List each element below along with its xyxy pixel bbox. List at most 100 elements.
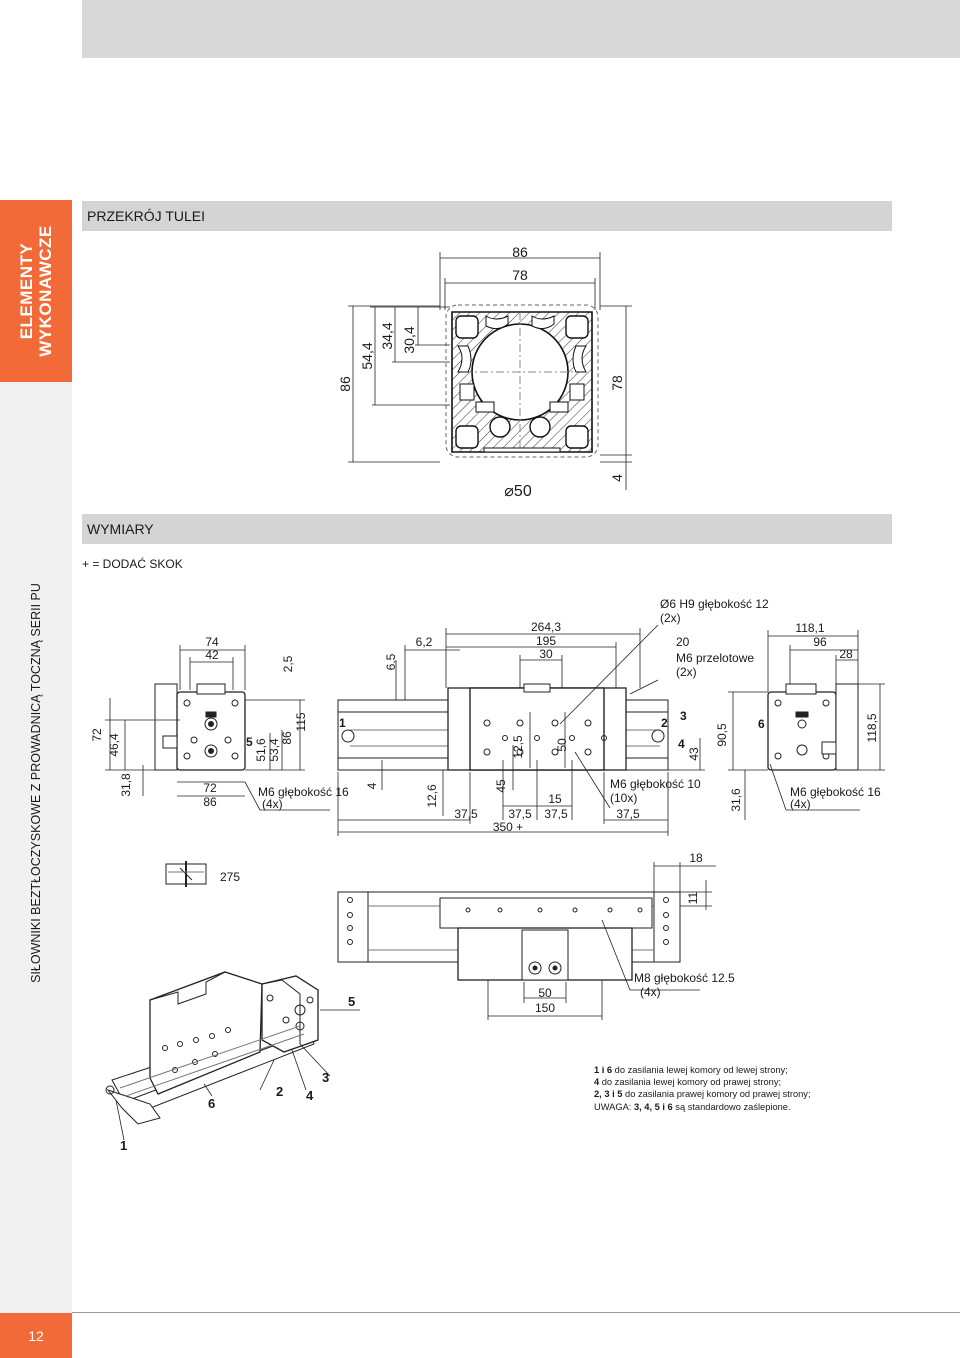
isometric-view	[105, 971, 319, 1125]
port-4: 4	[678, 737, 685, 751]
iso-port-3: 3	[322, 1070, 329, 1085]
dim-31-6: 31,6	[729, 788, 743, 812]
dim-37-5c: 37,5	[544, 807, 568, 821]
section-symbol	[165, 861, 207, 887]
legend-line-3: 2, 3 i 5 do zasilania prawej komory od p…	[594, 1089, 811, 1100]
dim-6-2: 6,2	[416, 635, 433, 649]
dim-51-6: 51,6	[254, 738, 268, 762]
dim-15: 15	[548, 792, 562, 806]
thread-note: M6 głębokość 16	[258, 785, 349, 799]
dim-74: 74	[205, 635, 219, 649]
dim-78-top: 78	[512, 267, 528, 283]
left-sidebar	[0, 200, 72, 1358]
dim-4: 4	[365, 782, 379, 789]
port-1: 1	[339, 716, 346, 730]
page-number: 12	[0, 1313, 72, 1358]
top-header-bar	[82, 0, 960, 58]
dim-150: 150	[535, 1001, 555, 1015]
iso-port-2: 2	[276, 1084, 283, 1099]
dim-37-5b: 37,5	[508, 807, 532, 821]
dim-30: 30	[539, 647, 553, 661]
dim-37-5d: 37,5	[616, 807, 640, 821]
end-view	[154, 683, 246, 771]
footer-divider	[72, 1312, 960, 1313]
dim-4: 4	[609, 474, 625, 482]
dim-78-right: 78	[609, 375, 625, 391]
section-title-dimensions: WYMIARY	[82, 514, 892, 544]
dim-37-5a: 37,5	[454, 807, 478, 821]
dim-53-4: 53,4	[267, 738, 281, 762]
dim-115: 115	[294, 712, 308, 731]
dim-2-5: 2,5	[281, 655, 295, 672]
dim-86-top: 86	[512, 244, 528, 260]
end-view-text: 74 42 2,5 72 46,4 31,8 51,6 53,4 86 115 …	[90, 635, 349, 811]
m6-through-note: M6 przelotowe	[676, 651, 754, 665]
dim-96: 96	[813, 635, 827, 649]
m8-qty: (4x)	[640, 985, 661, 999]
dim-86-left: 86	[337, 376, 353, 392]
isometric-leaders	[115, 1009, 360, 1141]
dim-118-5: 118,5	[865, 713, 879, 742]
legend-line-4: UWAGA: 3, 4, 5 i 6 są standardowo zaślep…	[594, 1101, 791, 1112]
dim-350: 350 +	[493, 820, 523, 834]
dim-18: 18	[689, 851, 703, 865]
end-view-dims	[105, 645, 330, 811]
dim-46-4: 46,4	[107, 733, 121, 757]
front-view	[337, 683, 669, 771]
right-view-dims	[728, 630, 885, 820]
dim-11: 11	[686, 891, 700, 904]
front-view-text: 6,5 6,2 264,3 195 30 Ø6 H9 głębokość 12 …	[339, 597, 769, 834]
thread-note-right: M6 głębokość 16	[790, 785, 881, 799]
profile-dim-text: 86 78 86 54,4 34,4 30,4 78 4 ⌀50	[337, 244, 625, 500]
stroke-note: + = DODAĆ SKOK	[82, 557, 183, 571]
profile-dimensions	[348, 252, 632, 490]
dim-72: 72	[90, 728, 104, 742]
port-5: 5	[246, 735, 253, 749]
section-title-cross-section: PRZEKRÓJ TULEI	[82, 201, 892, 231]
top-view	[337, 891, 681, 981]
dim-6-5: 6,5	[384, 653, 398, 670]
thread-qty: (4x)	[262, 797, 283, 811]
profile-cross-section	[445, 304, 599, 458]
right-view-text: 118,1 96 28 90,5 118,5 31,6 6 M6 głęboko…	[715, 621, 881, 812]
dim-50-top: 50	[538, 986, 552, 1000]
port-3: 3	[680, 709, 687, 723]
dim-12-5: 12,5	[511, 735, 525, 759]
iso-port-1: 1	[120, 1138, 127, 1153]
dim-42: 42	[205, 648, 219, 662]
dim-86v: 86	[280, 731, 294, 745]
thread-qty-right: (4x)	[790, 797, 811, 811]
right-view	[767, 683, 859, 771]
top-view-text: 18 11 50 150 M8 głębokość 12.5 (4x)	[535, 851, 735, 1015]
dim-72b: 72	[203, 781, 217, 795]
dim-34-4: 34,4	[379, 322, 395, 349]
port-legend: 1 i 6 do zasilania lewej komory od lewej…	[594, 1064, 811, 1113]
dim-264-3: 264,3	[531, 620, 561, 634]
dim-275: 275	[220, 870, 240, 884]
m8-note: M8 głębokość 12.5	[634, 971, 735, 985]
front-view-dims	[337, 624, 705, 836]
dim-30-4: 30,4	[401, 326, 417, 353]
dim-90-5: 90,5	[715, 723, 729, 747]
hole-note: Ø6 H9 głębokość 12	[660, 597, 769, 611]
dim-86b: 86	[203, 795, 217, 809]
dim-20: 20	[676, 635, 690, 649]
isometric-text: 5 2 4 3 6 1	[120, 994, 355, 1153]
iso-port-6: 6	[208, 1096, 215, 1111]
dim-43: 43	[687, 747, 701, 761]
dim-28: 28	[839, 647, 853, 661]
dim-45: 45	[494, 779, 508, 793]
m6-through-qty: (2x)	[676, 665, 697, 679]
hole-qty: (2x)	[660, 611, 681, 625]
dim-54-4: 54,4	[359, 342, 375, 369]
dim-12-6: 12,6	[425, 784, 439, 808]
dim-31-8: 31,8	[119, 773, 133, 797]
dim-118-1: 118,1	[795, 621, 824, 635]
dim-dia50: ⌀50	[504, 483, 532, 500]
dim-50: 50	[555, 738, 569, 752]
dim-195: 195	[536, 634, 556, 648]
m6-depth-qty: (10x)	[610, 791, 637, 805]
legend-line-1: 1 i 6 do zasilania lewej komory od lewej…	[594, 1065, 788, 1075]
